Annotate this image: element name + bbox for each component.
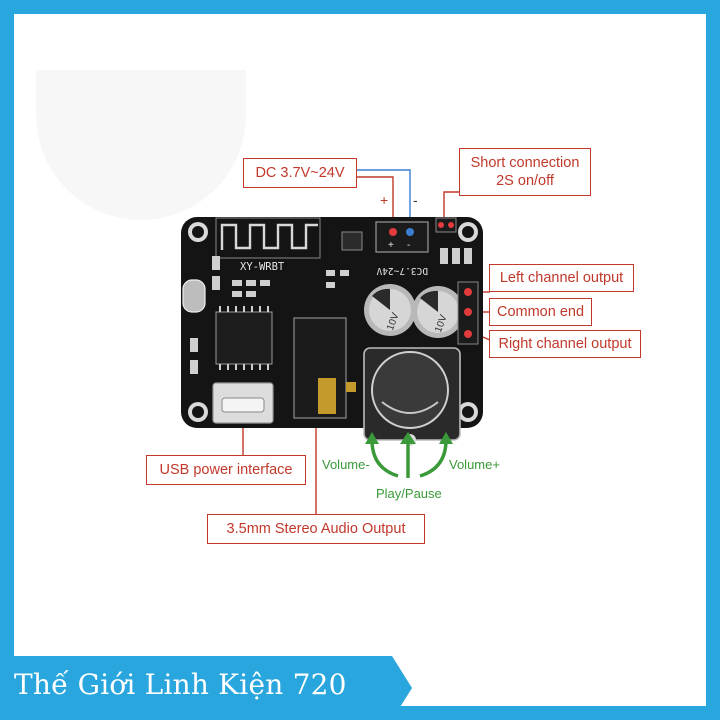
smd-components xyxy=(190,231,472,444)
common-end-label: Common end xyxy=(496,303,585,320)
audio-output-label: 3.5mm Stereo Audio Output xyxy=(226,520,406,537)
control-arrowheads xyxy=(365,432,453,444)
crystal-oscillator xyxy=(182,279,206,313)
board-model-label: XY-WRBT xyxy=(240,261,285,273)
volume-down-label: Volume- xyxy=(322,457,370,472)
mounting-hole xyxy=(188,222,478,422)
audio-output-callout: 3.5mm Stereo Audio Output xyxy=(207,514,425,544)
capacitor: 10V xyxy=(412,286,464,338)
brand-banner-text: Thế Giới Linh Kiện 720 xyxy=(14,668,347,701)
audio-jack-pin xyxy=(318,378,336,414)
dc-positive-pad xyxy=(389,228,397,236)
common-end-callout: Common end xyxy=(489,298,592,326)
usb-port-opening xyxy=(221,397,265,413)
audio-jack-pin xyxy=(346,382,356,392)
left-channel-label: Left channel output xyxy=(499,269,624,286)
dc-plus-mark: + xyxy=(380,192,388,208)
amplifier-chip xyxy=(215,311,273,365)
rotary-encoder xyxy=(363,347,461,446)
dc-power-label: DC 3.7V~24V xyxy=(255,164,345,181)
terminal-plus-silk: + xyxy=(388,240,394,251)
dc-power-callout: DC 3.7V~24V xyxy=(243,158,357,188)
play-pause-label: Play/Pause xyxy=(376,486,442,501)
dc-negative-pad xyxy=(406,228,414,236)
volume-up-label: Volume+ xyxy=(449,457,500,472)
terminal-minus-silk: - xyxy=(407,240,410,251)
capacitor: 10V xyxy=(364,284,416,336)
board-voltage-mark: DC3.7~24V xyxy=(376,265,428,276)
control-arrows xyxy=(370,439,448,478)
chip-pins xyxy=(219,306,269,370)
usb-power-label: USB power interface xyxy=(159,461,293,478)
bluetooth-antenna xyxy=(220,223,318,250)
right-channel-label: Right channel output xyxy=(498,335,632,352)
brand-banner xyxy=(0,656,412,720)
antenna-outline xyxy=(215,217,321,259)
short-connection-callout: Short connection 2S on/off xyxy=(459,148,591,196)
usb-power-callout: USB power interface xyxy=(146,455,306,485)
short-connection-pads xyxy=(435,217,457,233)
left-channel-callout: Left channel output xyxy=(489,264,634,292)
dc-input-terminal xyxy=(375,221,429,253)
short-connection-line1: Short connection xyxy=(470,154,580,171)
short-connection-line2: 2S on/off xyxy=(496,173,554,189)
dc-minus-mark: - xyxy=(413,192,418,208)
right-channel-callout: Right channel output xyxy=(489,330,641,358)
speaker-output-pins xyxy=(457,281,479,345)
